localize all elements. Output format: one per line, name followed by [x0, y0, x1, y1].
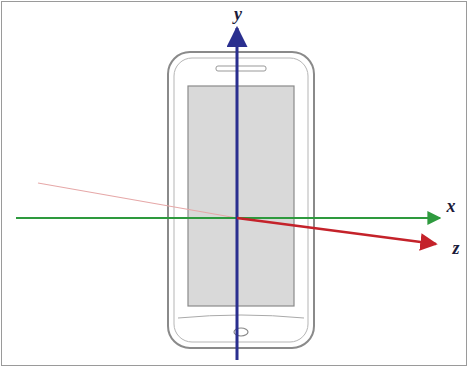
z-axis-label: z: [452, 239, 459, 257]
phone-screen: [188, 86, 294, 306]
phone-body: [168, 52, 314, 348]
x-axis: [16, 217, 440, 219]
y-axis-label: y: [234, 5, 242, 23]
x-axis-label: x: [447, 197, 456, 215]
phone-bezel: [174, 58, 308, 342]
z-axis: [237, 218, 436, 244]
z-axis-back: [38, 183, 237, 218]
phone-chin: [178, 315, 304, 318]
y-axis: [236, 28, 239, 360]
phone-speaker: [216, 66, 266, 71]
